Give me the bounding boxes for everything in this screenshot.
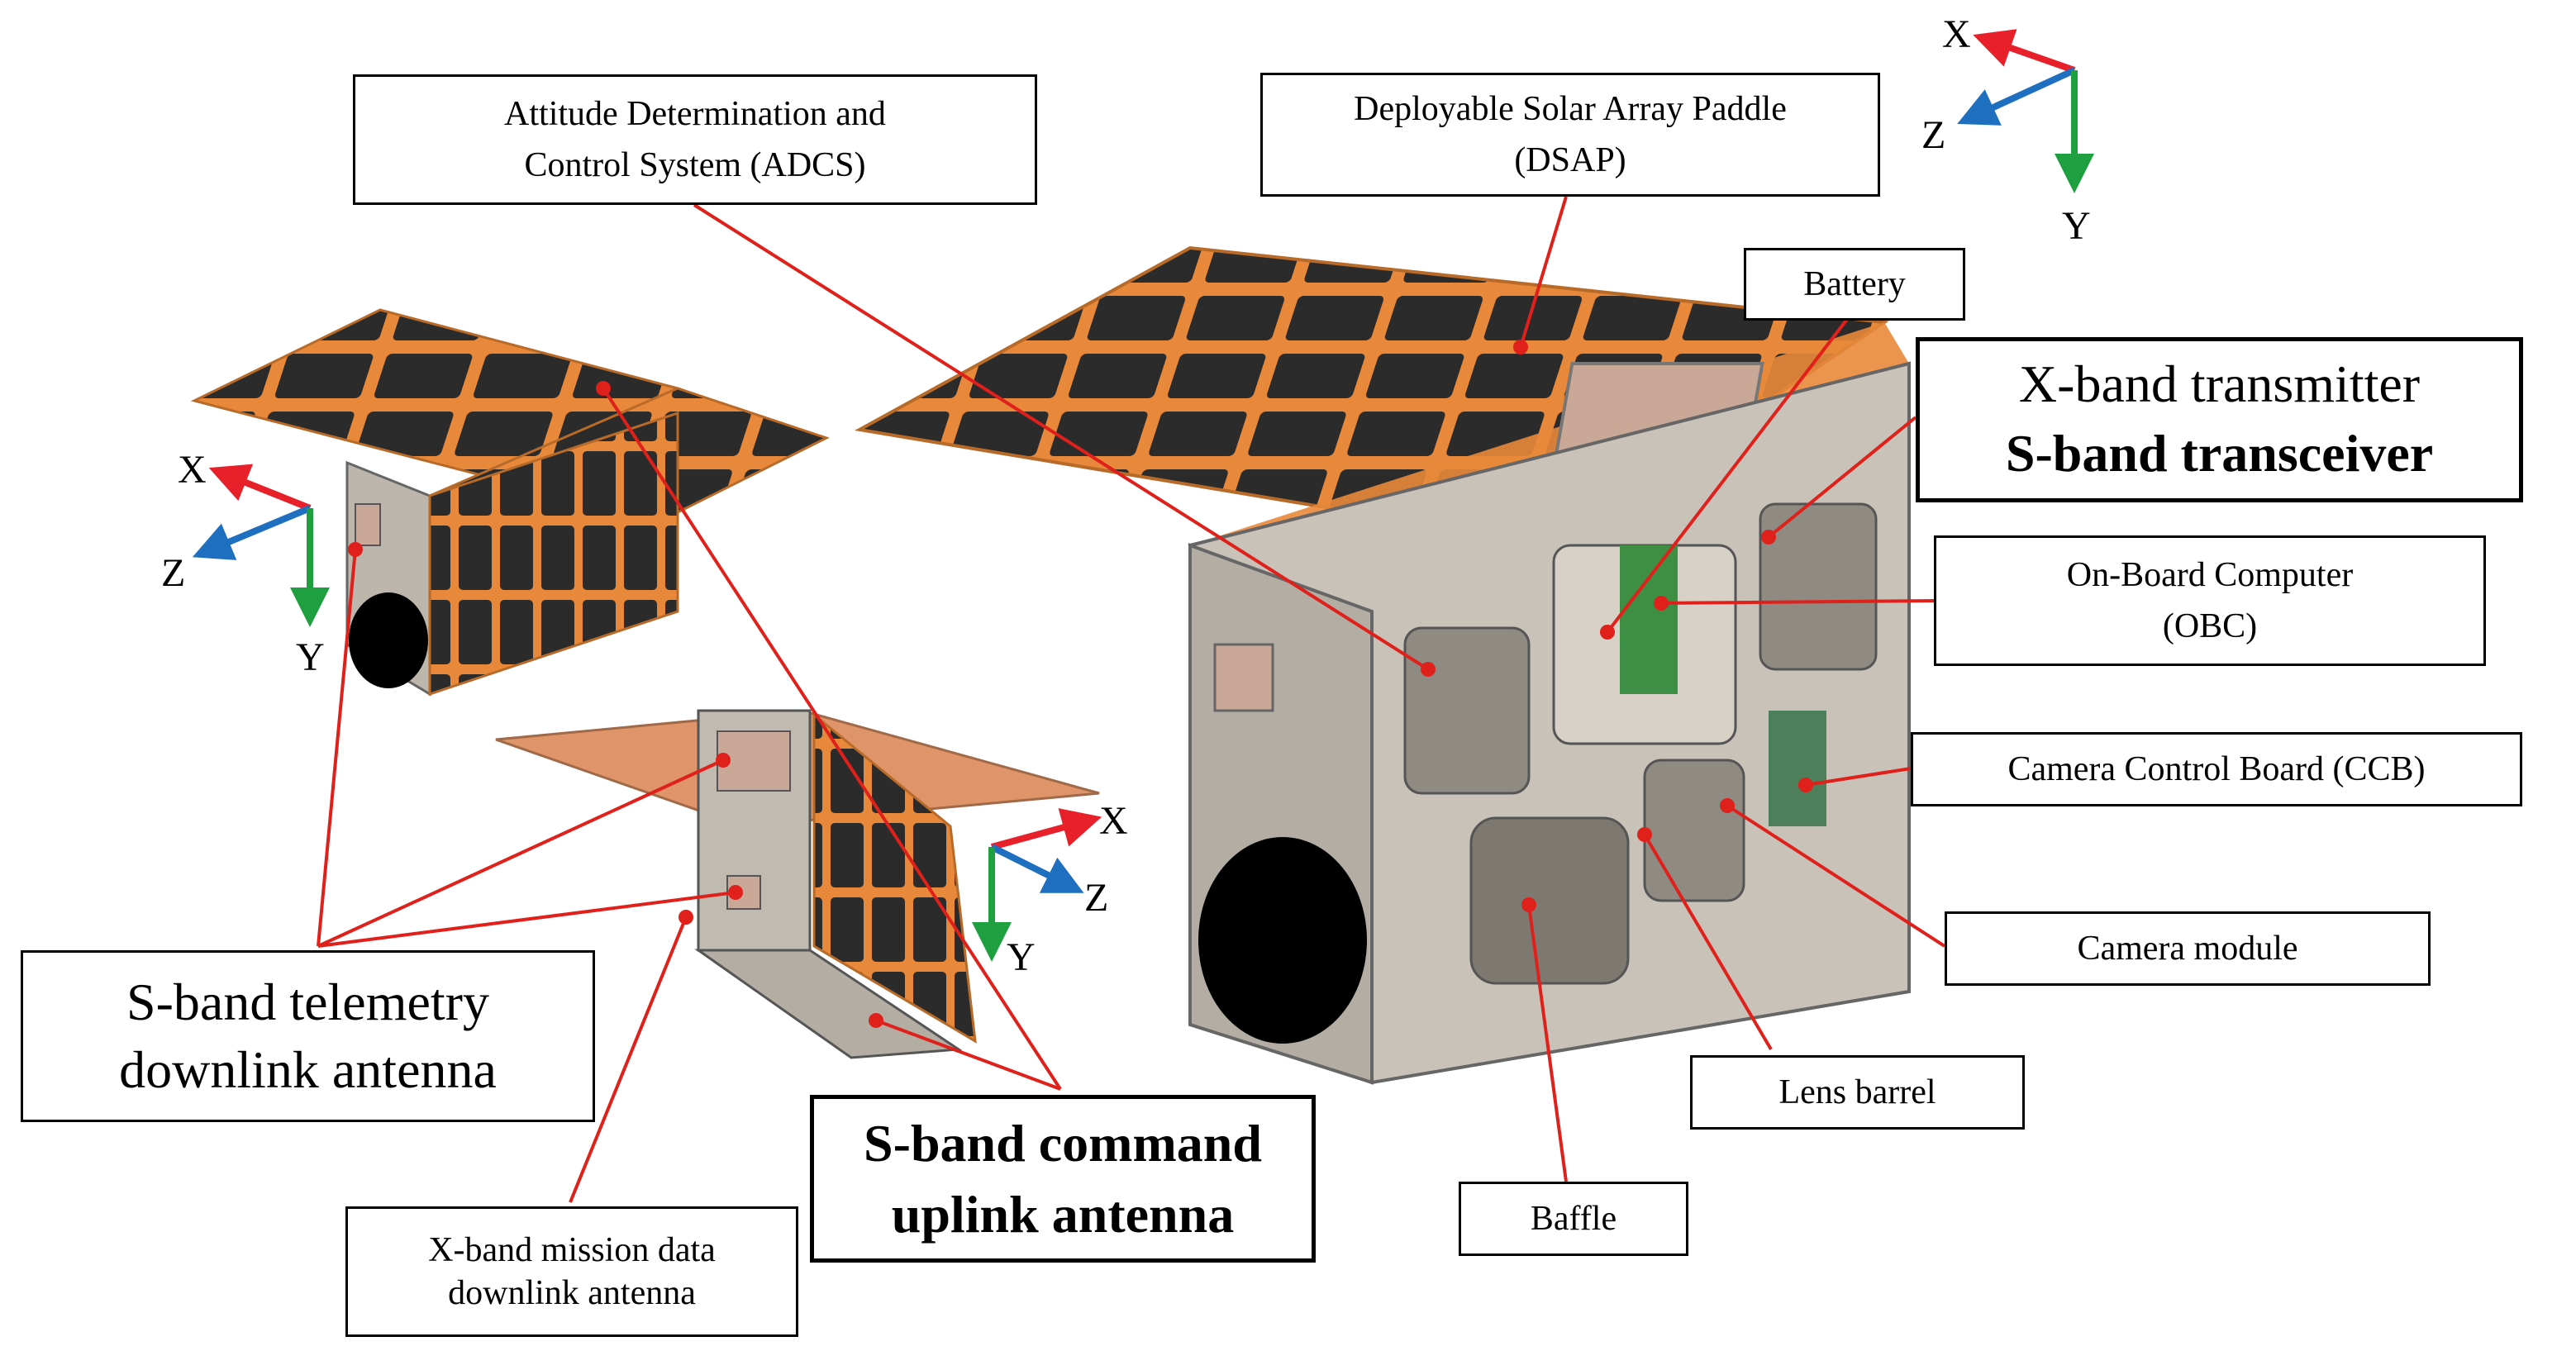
- label-baffle: Baffle: [1459, 1182, 1688, 1256]
- label-battery: Battery: [1744, 248, 1965, 321]
- left-satellite: [190, 308, 830, 697]
- leader-lines: [317, 196, 1946, 1203]
- axis-z-label-left: Z: [161, 551, 186, 595]
- label-obc: On-Board Computer(OBC): [1934, 535, 2486, 666]
- leader-dots: [348, 340, 1813, 1028]
- label-dsap: Deployable Solar Array Paddle(DSAP): [1260, 73, 1880, 197]
- axis-triad-top-right: [1957, 29, 2094, 193]
- axis-triad-middle: [972, 808, 1102, 962]
- axis-x-label-left: X: [178, 448, 207, 492]
- middle-satellite: [495, 709, 1100, 1059]
- label-camera-module: Camera module: [1945, 911, 2431, 986]
- axis-y-label-middle: Y: [1007, 935, 1036, 979]
- label-ccb: Camera Control Board (CCB): [1911, 732, 2522, 806]
- axis-triad-left: [192, 464, 330, 627]
- label-lens-barrel: Lens barrel: [1690, 1055, 2025, 1130]
- axis-y-label-left: Y: [296, 635, 325, 679]
- axis-y-label-top: Y: [2062, 204, 2091, 248]
- axis-z-label-middle: Z: [1084, 876, 1109, 920]
- axis-z-label-top: Z: [1921, 113, 1946, 157]
- axis-x-label-middle: X: [1099, 799, 1128, 843]
- axis-x-label-top: X: [1942, 12, 1971, 56]
